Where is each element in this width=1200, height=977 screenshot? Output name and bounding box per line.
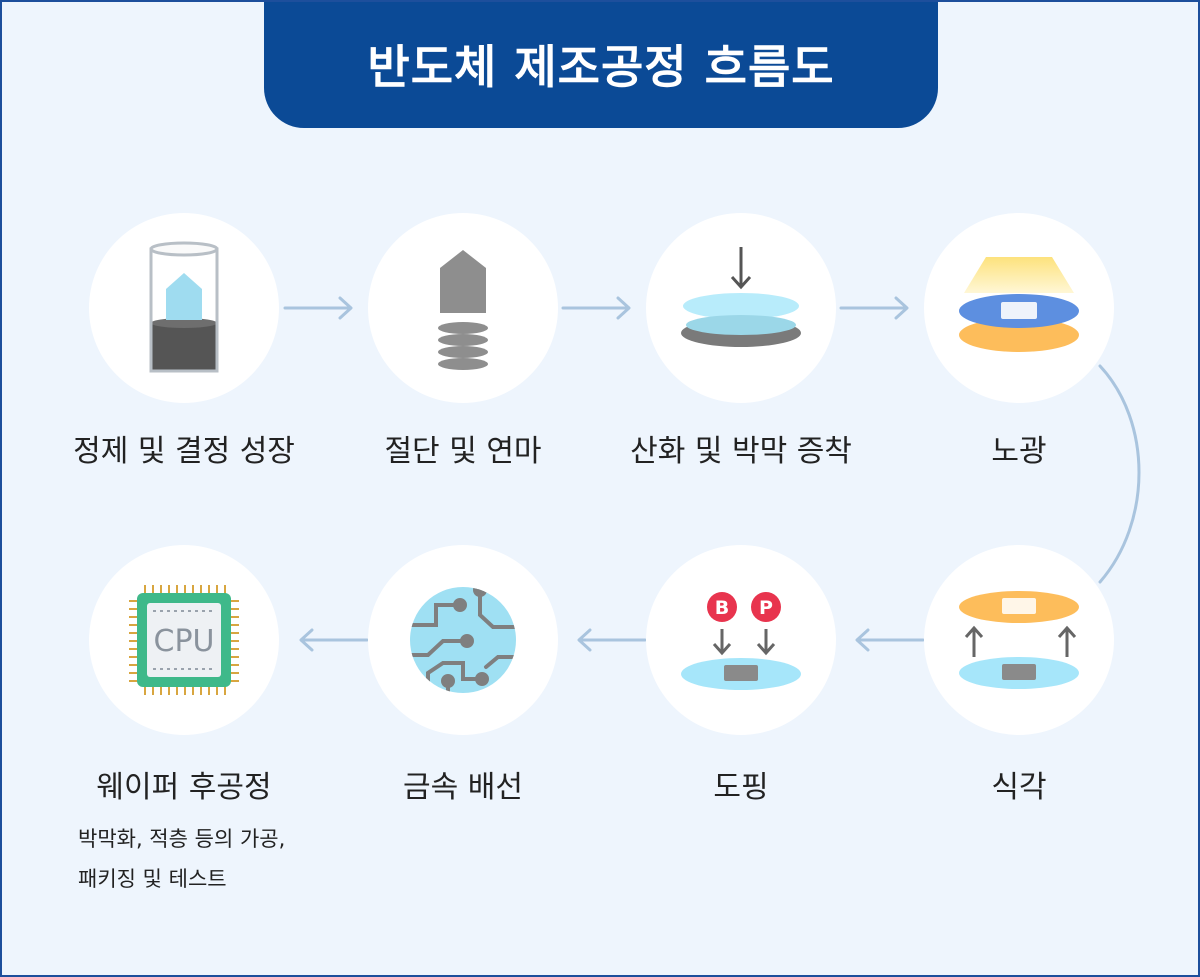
phosphorus-ion-label: P	[759, 597, 773, 619]
step-2-cutting	[368, 213, 558, 403]
circuit-wiring-icon	[410, 587, 516, 693]
cpu-chip-text: CPU	[154, 624, 215, 659]
step-8-back-end: CPU	[89, 545, 279, 735]
boron-ion-label: B	[715, 597, 729, 619]
arrow-5-6	[855, 628, 925, 652]
arrow-6-7	[577, 628, 647, 652]
light-exposure-icon	[959, 257, 1079, 352]
step-5-etching	[924, 545, 1114, 735]
step-6-doping: B P	[646, 545, 836, 735]
step-8-description-line-1: 박막화, 적층 등의 가공,	[78, 827, 286, 851]
ingot-slice-icon	[438, 250, 488, 370]
step-7-metal-wiring	[368, 545, 558, 735]
crystal-cylinder-icon	[149, 241, 219, 373]
doping-icon: B P	[681, 592, 801, 690]
step-8-label: 웨이퍼 후공정	[96, 770, 272, 805]
step-8-description-line-2: 패키징 및 테스트	[78, 867, 227, 891]
boron-ion-badge	[707, 592, 737, 622]
step-1-crystal-growth	[89, 213, 279, 403]
step-4-label: 노광	[991, 434, 1047, 469]
step-1-label: 정제 및 결정 성장	[73, 434, 295, 469]
step-3-deposition	[646, 213, 836, 403]
step-5-label: 식각	[991, 770, 1047, 805]
step-2-label: 절단 및 연마	[384, 434, 542, 469]
diagram-title: 반도체 제조공정 흐름도	[367, 40, 835, 94]
etching-icon	[959, 591, 1079, 689]
arrow-1-2	[283, 296, 353, 320]
arrow-7-8	[299, 628, 369, 652]
arc-4-5	[1098, 364, 1141, 584]
arrow-3-4	[839, 296, 909, 320]
cpu-chip-icon: CPU	[129, 585, 239, 695]
arrow-2-3	[561, 296, 631, 320]
step-3-label: 산화 및 박막 증착	[630, 434, 852, 469]
phosphorus-ion-badge	[751, 592, 781, 622]
step-6-label: 도핑	[713, 770, 769, 805]
title-banner: 반도체 제조공정 흐름도	[264, 2, 938, 128]
wafer-deposition-icon	[681, 247, 801, 347]
step-4-exposure	[924, 213, 1114, 403]
step-7-label: 금속 배선	[403, 770, 523, 805]
